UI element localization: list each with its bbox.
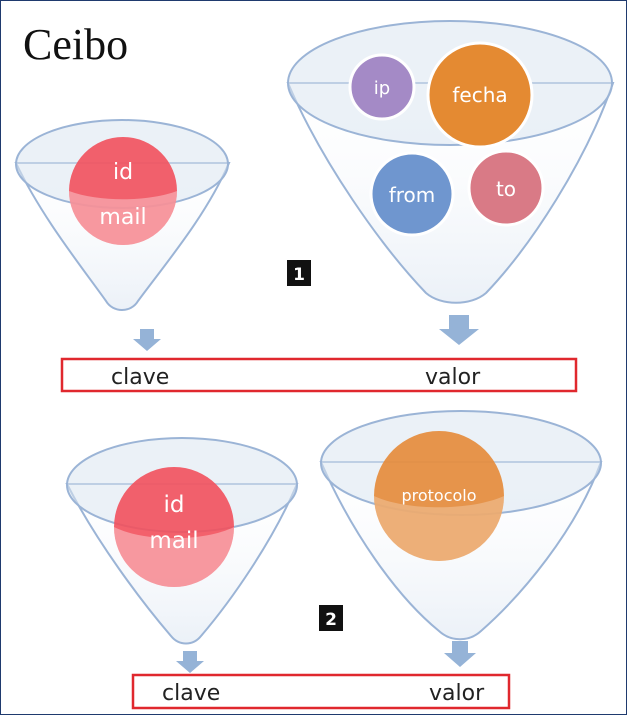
down-arrow-value-1 (439, 315, 479, 345)
id-mail-circle-2 (114, 467, 234, 587)
from-circle (369, 151, 455, 237)
mail-label-2: mail (149, 528, 198, 554)
step-badge-2: 2 (319, 605, 343, 631)
ip-label: ip (374, 78, 390, 99)
clave-label-1: clave (111, 365, 169, 390)
key-funnel-1: id mail (14, 119, 231, 311)
clave-label-2: clave (162, 681, 220, 706)
fecha-circle (426, 41, 534, 149)
id-label-1: id (113, 160, 133, 185)
down-arrow-key-2 (176, 651, 204, 673)
mail-label-1: mail (99, 205, 146, 230)
page-title: Ceibo (23, 20, 129, 69)
valor-label-2: valor (429, 681, 485, 706)
output-box-1: clave valor (60, 357, 578, 393)
to-label: to (496, 177, 516, 201)
svg-text:1: 1 (293, 265, 305, 285)
protocolo-circle (374, 431, 504, 561)
output-box-2: clave valor (131, 673, 511, 710)
value-funnel-2: protocolo (319, 410, 603, 641)
ip-circle (348, 53, 416, 121)
protocolo-label: protocolo (401, 486, 476, 505)
step-badge-1: 1 (287, 260, 311, 286)
valor-label-1: valor (425, 365, 481, 390)
value-funnel-1: ip fecha from to (286, 20, 615, 304)
down-arrow-value-2 (444, 641, 476, 667)
svg-text:2: 2 (325, 610, 337, 630)
fecha-label: fecha (452, 83, 507, 107)
id-mail-circle-1 (69, 137, 177, 245)
key-funnel-2: id mail (65, 437, 299, 645)
to-circle (467, 149, 545, 227)
from-label: from (389, 183, 436, 207)
down-arrow-key-1 (133, 329, 161, 351)
id-label-2: id (164, 492, 185, 518)
